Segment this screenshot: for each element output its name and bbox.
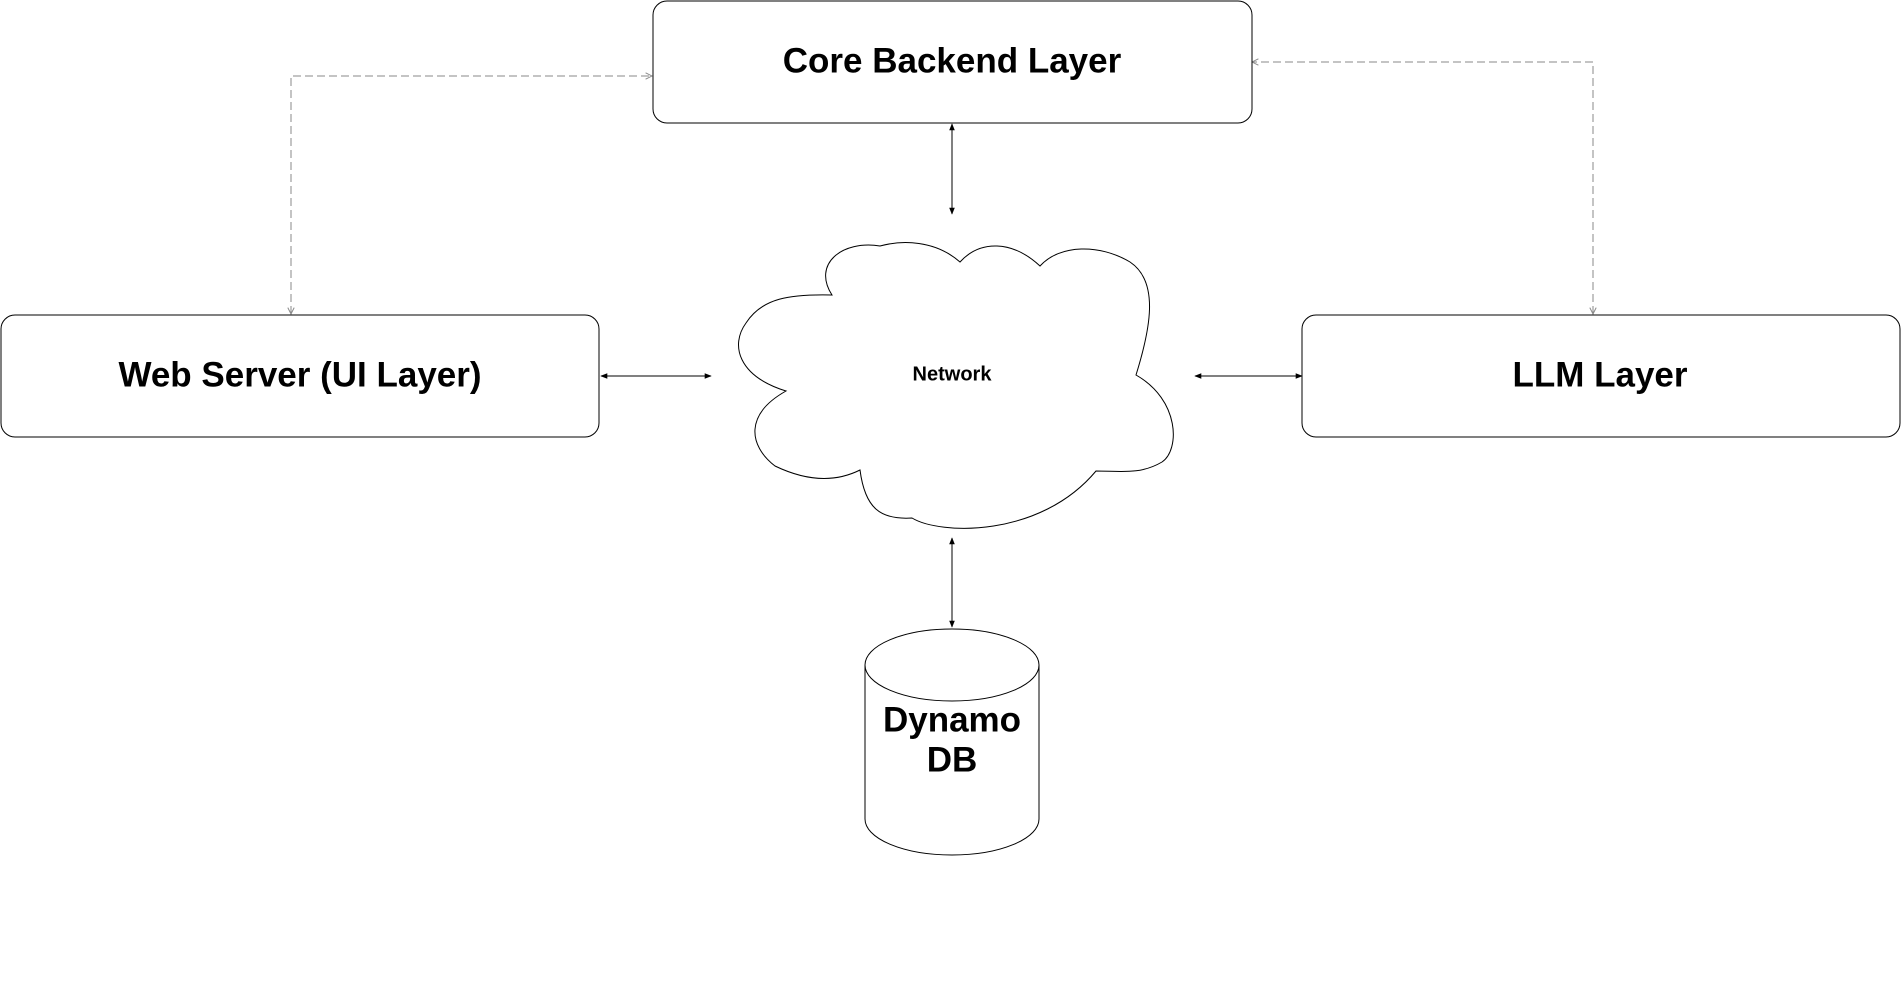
web-server-node[interactable]: Web Server (UI Layer)	[0, 314, 600, 438]
dashed-edge-webserver-core	[291, 76, 652, 314]
network-label: Network	[913, 363, 993, 385]
llm-layer-label: LLM Layer	[1512, 355, 1687, 394]
database-label-line2: DB	[927, 740, 978, 779]
llm-layer-box	[1301, 314, 1901, 438]
database-cylinder-body	[864, 665, 1040, 856]
database-label-line1: Dynamo	[883, 700, 1021, 739]
core-backend-node[interactable]: Core Backend Layer	[652, 0, 1253, 124]
core-backend-box	[652, 0, 1253, 124]
web-server-label: Web Server (UI Layer)	[118, 355, 481, 394]
dashed-edge-llm-core	[1252, 62, 1593, 314]
web-server-box	[0, 314, 600, 438]
network-cloud-shape	[738, 242, 1174, 529]
network-node[interactable]: Network	[738, 242, 1174, 529]
database-cylinder-top	[864, 628, 1040, 702]
llm-layer-node[interactable]: LLM Layer	[1301, 314, 1901, 438]
core-backend-label: Core Backend Layer	[783, 41, 1122, 80]
database-node[interactable]: Dynamo DB	[864, 628, 1040, 856]
